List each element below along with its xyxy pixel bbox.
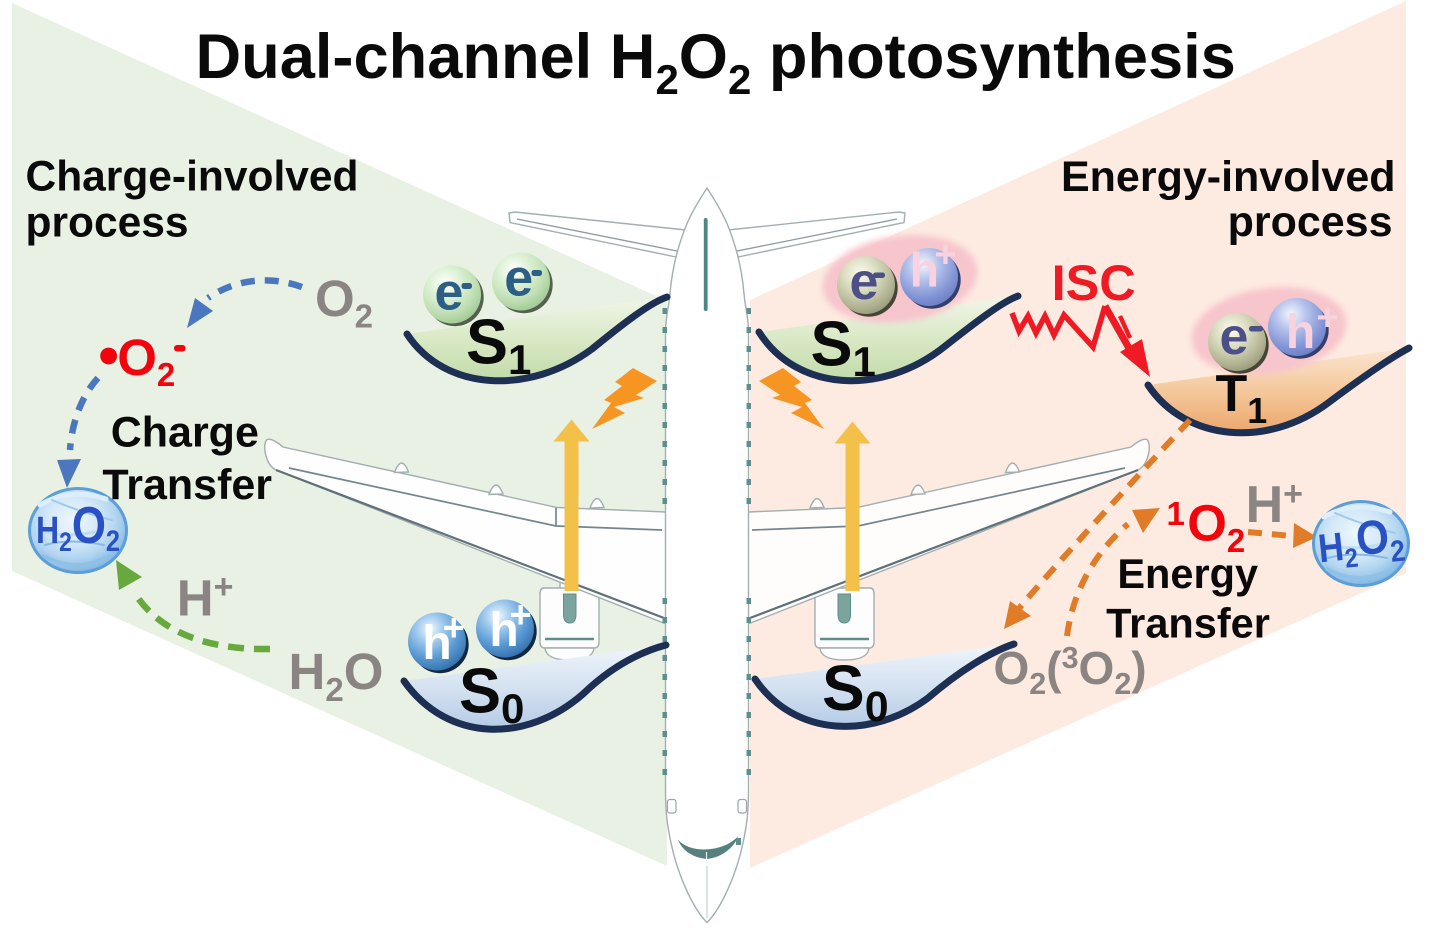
svg-text:h: h [1286, 306, 1315, 359]
svg-text:Transfer: Transfer [1106, 600, 1270, 647]
svg-text:e: e [850, 253, 879, 311]
svg-text:1: 1 [1167, 495, 1185, 532]
svg-text:h: h [489, 604, 518, 657]
svg-text:process: process [1228, 198, 1393, 246]
svg-text:h: h [422, 617, 451, 670]
svg-text:+: + [934, 234, 956, 276]
svg-text:Energy: Energy [1117, 550, 1258, 597]
svg-text:e: e [504, 250, 533, 308]
svg-text:+: + [509, 595, 531, 637]
svg-text:e: e [1220, 308, 1249, 366]
svg-text:process: process [26, 199, 189, 246]
svg-text:+: + [443, 608, 465, 650]
svg-text:Charge: Charge [111, 409, 259, 457]
svg-text:+: + [1316, 297, 1338, 339]
svg-text:h: h [910, 245, 939, 298]
svg-text:e: e [435, 263, 464, 321]
svg-text:Transfer: Transfer [102, 461, 272, 509]
svg-text:Charge-involved: Charge-involved [26, 154, 359, 201]
svg-text:Energy-involved: Energy-involved [1061, 153, 1396, 201]
svg-text:Dual-channel H2O2 photosynthes: Dual-channel H2O2 photosynthesis [196, 22, 1236, 103]
svg-text:ISC: ISC [1052, 254, 1136, 311]
